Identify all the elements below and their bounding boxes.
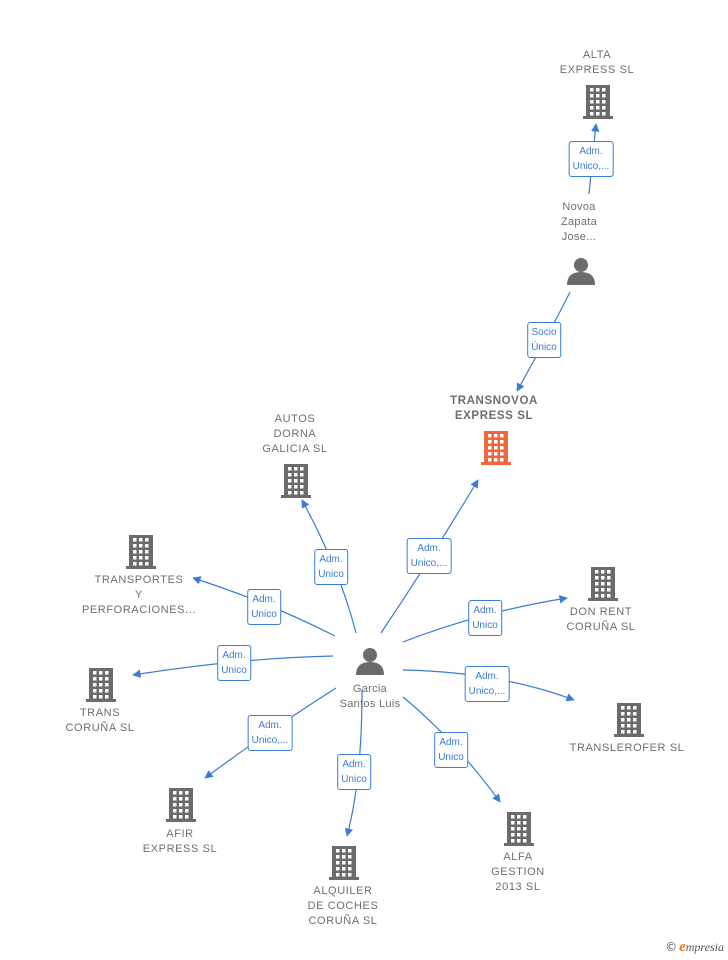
building-icon[interactable] bbox=[86, 668, 116, 702]
brand-initial: e bbox=[679, 939, 686, 955]
empresia-brand: ©empresia bbox=[665, 939, 724, 956]
brand-name: mpresia bbox=[685, 940, 724, 954]
building-icon[interactable] bbox=[281, 464, 311, 498]
edge-label-center-main[interactable]: Adm. Unico,... bbox=[406, 538, 452, 574]
node-label-line: Santos Luis bbox=[339, 698, 401, 710]
edge-label-center-afir[interactable]: Adm. Unico,... bbox=[247, 715, 293, 751]
edge-label-line: Unico bbox=[341, 774, 367, 785]
node-label-line: GALICIA SL bbox=[262, 443, 328, 455]
node-label-line: EXPRESS SL bbox=[142, 843, 218, 855]
node-label-line: TRANSLEROFER SL bbox=[569, 742, 685, 754]
node-label-line: Jose... bbox=[561, 231, 597, 243]
node-label-transportes[interactable]: TRANSPORTES Y PERFORACIONES... bbox=[82, 573, 196, 618]
building-icon[interactable] bbox=[583, 85, 613, 119]
edge-label-line: Socio bbox=[531, 327, 557, 338]
edge-label-line: Único bbox=[531, 342, 557, 353]
node-label-afir[interactable]: AFIR EXPRESS SL bbox=[143, 827, 217, 857]
person-icon[interactable] bbox=[567, 258, 595, 285]
edge-label-center-alquiler[interactable]: Adm. Unico bbox=[337, 754, 371, 790]
node-label-alfa[interactable]: ALFA GESTION 2013 SL bbox=[491, 850, 545, 895]
node-label-line: TRANSPORTES bbox=[94, 574, 184, 586]
edge-label-line: Adm. bbox=[319, 554, 343, 565]
node-label-main[interactable]: TRANSNOVOA EXPRESS SL bbox=[450, 394, 538, 424]
building-icon[interactable] bbox=[126, 535, 156, 569]
node-label-line: Novoa bbox=[562, 201, 596, 213]
node-label-line: ALQUILER bbox=[313, 885, 373, 897]
edge-label-line: Adm. bbox=[252, 594, 276, 605]
building-icon[interactable] bbox=[588, 567, 618, 601]
node-label-autos[interactable]: AUTOS DORNA GALICIA SL bbox=[262, 412, 327, 457]
node-label-line: PERFORACIONES... bbox=[81, 604, 197, 616]
building-icon[interactable] bbox=[504, 812, 534, 846]
node-label-translerofer[interactable]: TRANSLEROFER SL bbox=[570, 741, 685, 756]
person-icon[interactable] bbox=[356, 648, 384, 675]
node-label-line: 2013 SL bbox=[495, 881, 541, 893]
node-label-alta[interactable]: ALTA EXPRESS SL bbox=[560, 48, 634, 78]
node-label-line: ALTA bbox=[582, 49, 612, 61]
node-label-line: CORUÑA SL bbox=[308, 915, 378, 927]
node-label-line: Garcia bbox=[352, 683, 388, 695]
edge-label-line: Adm. bbox=[342, 759, 366, 770]
node-label-line: ALFA bbox=[503, 851, 533, 863]
edge-label-line: Adm. bbox=[579, 146, 603, 157]
node-label-line: DON RENT bbox=[569, 606, 633, 618]
edge-label-center-translerofer[interactable]: Adm. Unico,... bbox=[464, 666, 510, 702]
node-label-line: EXPRESS SL bbox=[559, 64, 635, 76]
node-label-alquiler[interactable]: ALQUILER DE COCHES CORUÑA SL bbox=[308, 884, 379, 929]
node-label-line: AUTOS bbox=[274, 413, 316, 425]
edge-label-center-alfa[interactable]: Adm. Unico bbox=[434, 732, 468, 768]
node-label-line: Zapata bbox=[560, 216, 598, 228]
node-label-donrent[interactable]: DON RENT CORUÑA SL bbox=[567, 605, 636, 635]
node-label-line: GESTION bbox=[491, 866, 545, 878]
edge-label-line: Adm. bbox=[473, 605, 497, 616]
node-label-line: TRANSNOVOA bbox=[450, 395, 538, 407]
edge-label-line: Unico,... bbox=[251, 735, 289, 746]
copyright-icon: © bbox=[665, 940, 678, 954]
edge-label-line: Adm. bbox=[475, 671, 499, 682]
edge-label-center-transportes[interactable]: Adm. Unico bbox=[247, 589, 281, 625]
edge-label-center-autos[interactable]: Adm. Unico bbox=[314, 549, 348, 585]
node-label-line: TRANS bbox=[79, 707, 121, 719]
node-label-line: DORNA bbox=[273, 428, 317, 440]
edge-label-line: Unico bbox=[472, 620, 498, 631]
edge-label-owner-alta[interactable]: Adm. Unico,... bbox=[568, 141, 614, 177]
edge-label-line: Unico bbox=[438, 752, 464, 763]
edge-label-line: Unico,... bbox=[410, 558, 448, 569]
node-label-trans[interactable]: TRANS CORUÑA SL bbox=[66, 706, 135, 736]
building-icon[interactable] bbox=[614, 703, 644, 737]
edge-label-line: Adm. bbox=[222, 650, 246, 661]
edge-label-line: Adm. bbox=[417, 543, 441, 554]
building-icon[interactable] bbox=[481, 431, 511, 465]
node-label-line: AFIR bbox=[166, 828, 194, 840]
node-label-line: DE COCHES bbox=[307, 900, 379, 912]
building-icon[interactable] bbox=[329, 846, 359, 880]
node-label-line: Y bbox=[135, 589, 143, 601]
edge-label-line: Unico bbox=[251, 609, 277, 620]
edge-label-line: Adm. bbox=[439, 737, 463, 748]
edge-label-line: Unico bbox=[221, 665, 247, 676]
node-label-line: EXPRESS SL bbox=[454, 410, 534, 422]
edge-label-line: Unico,... bbox=[572, 161, 610, 172]
edge-label-line: Unico,... bbox=[468, 686, 506, 697]
node-label-line: CORUÑA SL bbox=[566, 621, 636, 633]
edge-label-line: Adm. bbox=[258, 720, 282, 731]
edge-label-line: Unico bbox=[318, 569, 344, 580]
edge-label-center-donrent[interactable]: Adm. Unico bbox=[468, 600, 502, 636]
building-icon[interactable] bbox=[166, 788, 196, 822]
edge-label-center-trans[interactable]: Adm. Unico bbox=[217, 645, 251, 681]
node-label-line: CORUÑA SL bbox=[65, 722, 135, 734]
